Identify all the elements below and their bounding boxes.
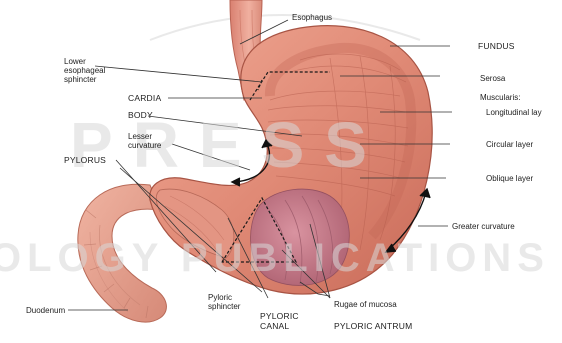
label-line: Pyloric xyxy=(208,293,232,302)
label-esophagus: Esophagus xyxy=(292,13,332,22)
label-oblique-layer: Oblique layer xyxy=(486,174,533,183)
label-muscularis: Muscularis: xyxy=(480,93,520,102)
label-line: curvature xyxy=(128,141,161,150)
label-serosa: Serosa xyxy=(480,74,505,83)
label-line: Lower xyxy=(64,57,86,66)
label-line: esophageal xyxy=(64,66,105,75)
label-greater-curvature: Greater curvature xyxy=(452,222,515,231)
watermark-top: PRESS xyxy=(70,108,387,182)
label-line: PYLORIC xyxy=(260,312,299,321)
watermark-bottom: OLOGY PUBLICATIONS xyxy=(0,236,550,281)
label-line: CANAL xyxy=(260,322,289,331)
label-circular-layer: Circular layer xyxy=(486,140,533,149)
label-line: sphincter xyxy=(64,75,96,84)
label-fundus: FUNDUS xyxy=(478,42,515,51)
label-pylorus: PYLORUS xyxy=(64,156,106,165)
label-line: sphincter xyxy=(208,302,240,311)
label-cardia: CARDIA xyxy=(128,94,161,103)
label-rugae-of-mucosa: Rugae of mucosa xyxy=(334,300,397,309)
label-line: Lesser xyxy=(128,132,152,141)
label-longitudinal-layer: Longitudinal lay xyxy=(486,108,542,117)
label-duodenum: Duodenum xyxy=(26,306,65,315)
label-pyloric-antrum: PYLORIC ANTRUM xyxy=(334,322,412,331)
label-body: BODY xyxy=(128,111,153,120)
